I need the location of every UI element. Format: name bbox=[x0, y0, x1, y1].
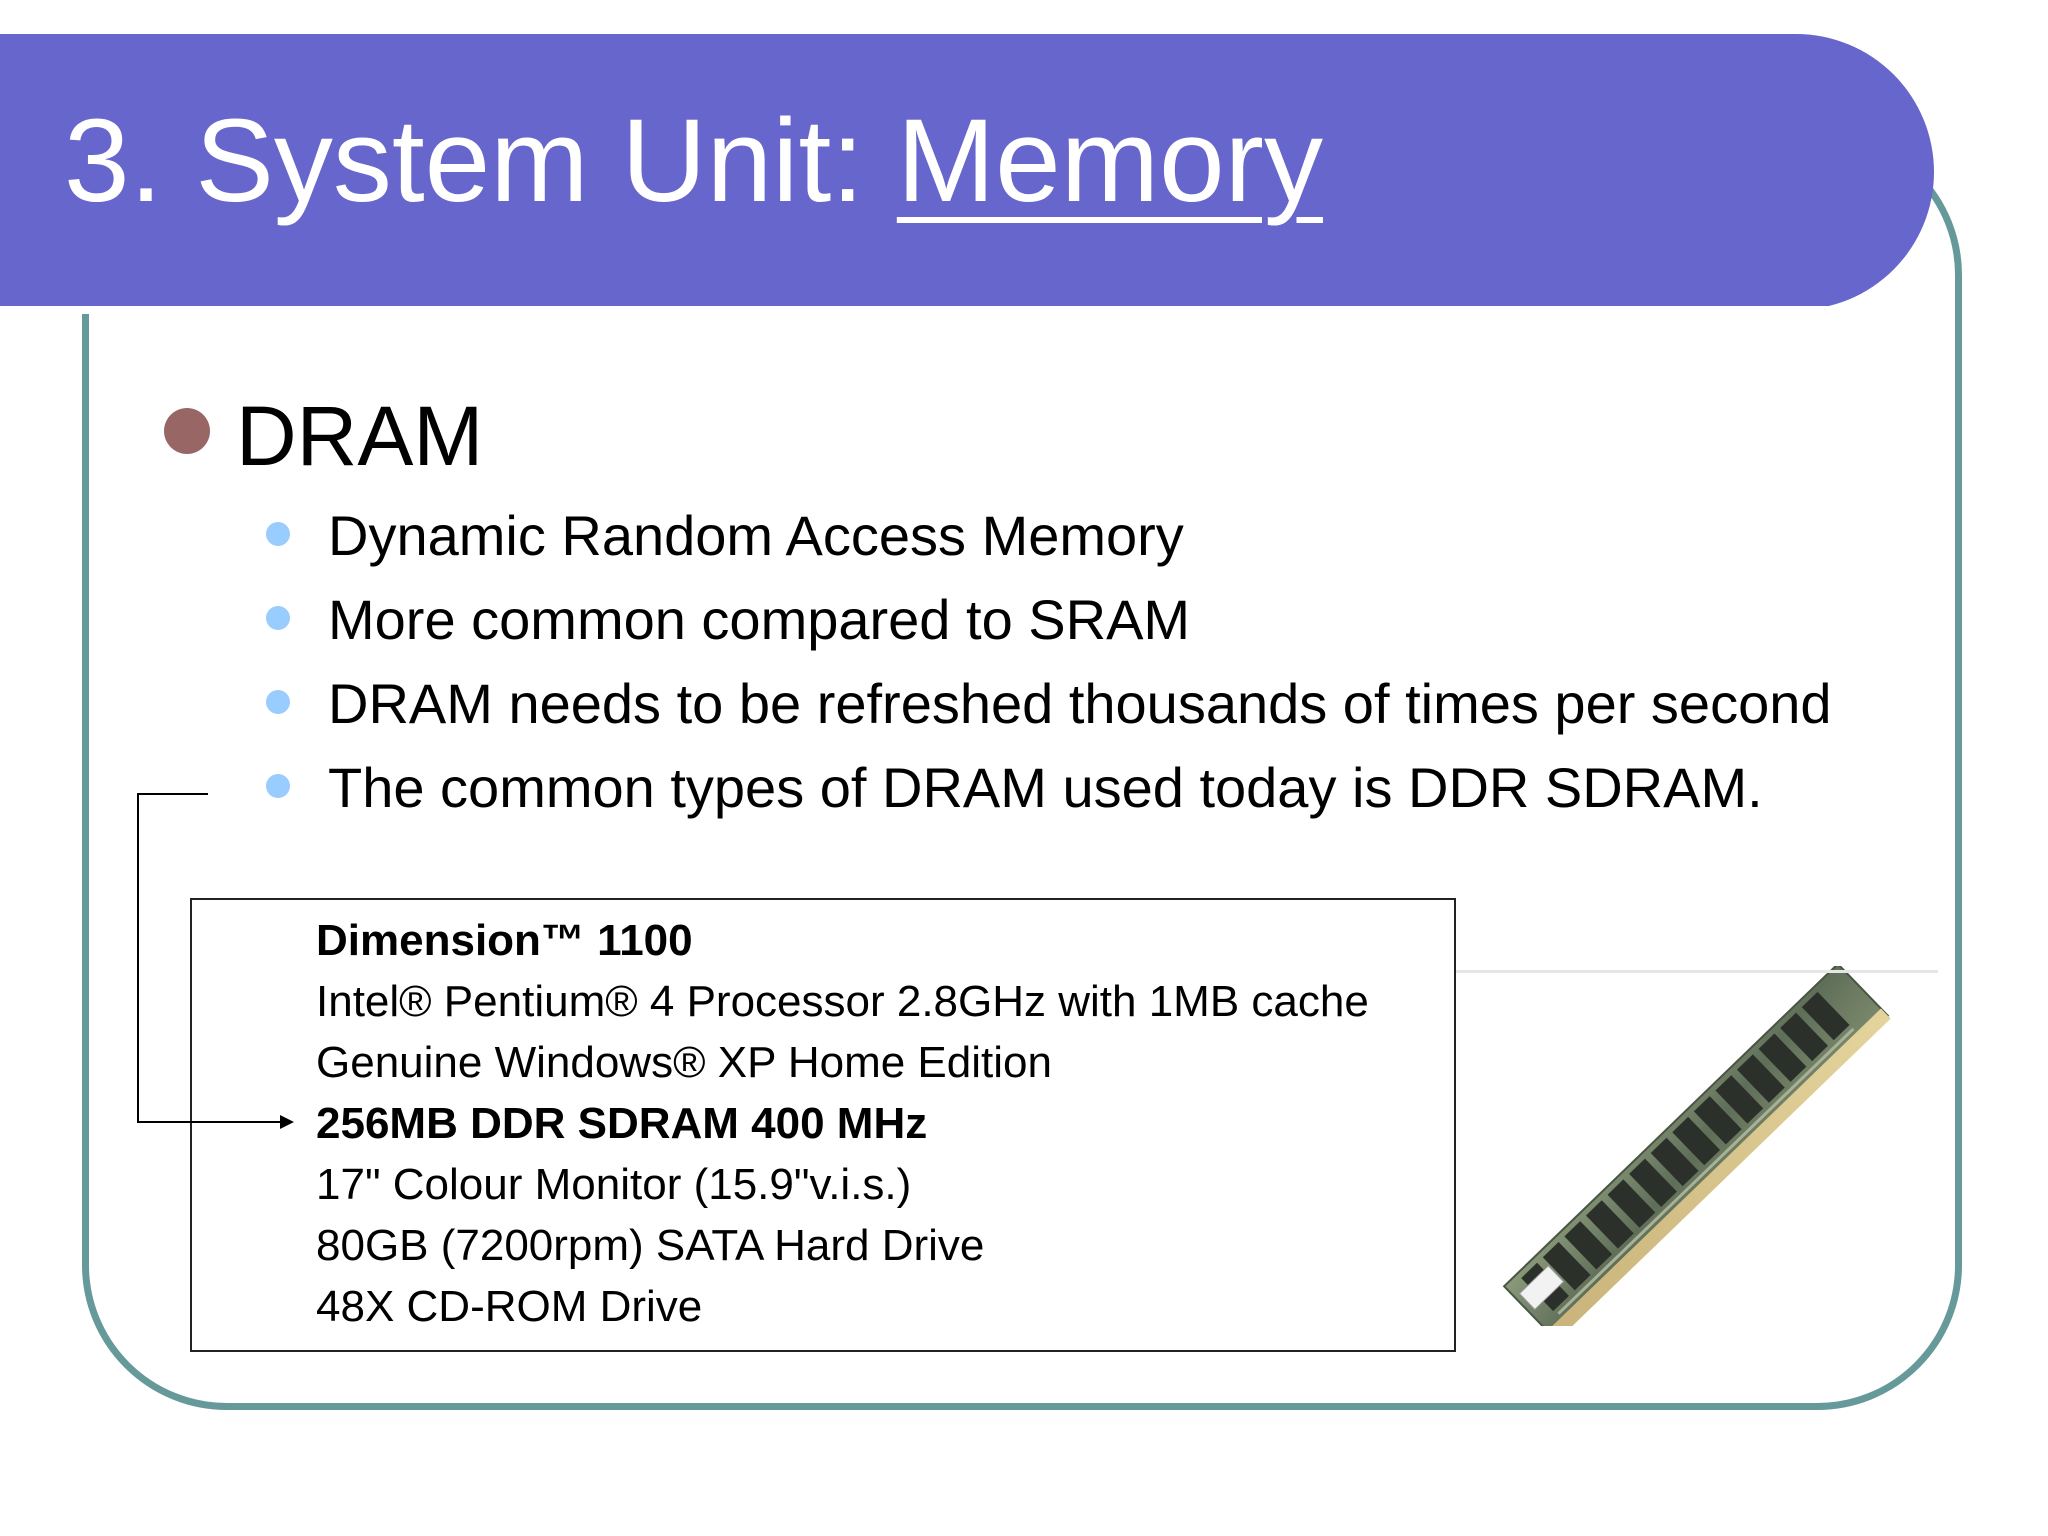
sub-bullet-text: DRAM needs to be refreshed thousands of … bbox=[328, 672, 1832, 735]
sub-bullet-icon bbox=[266, 606, 290, 630]
sub-bullet-text: The common types of DRAM used today is D… bbox=[328, 756, 1763, 819]
ram-module-photo bbox=[1456, 962, 1938, 1341]
spec-line-cdrom: 48X CD-ROM Drive bbox=[316, 1282, 703, 1331]
spec-line-model: Dimension™ 1100 bbox=[316, 916, 693, 965]
main-bullet-icon bbox=[164, 408, 210, 454]
spec-line-monitor: 17" Colour Monitor (15.9"v.i.s.) bbox=[316, 1160, 912, 1209]
sub-bullet-text: Dynamic Random Access Memory bbox=[328, 504, 1184, 567]
spec-line-hard-drive: 80GB (7200rpm) SATA Hard Drive bbox=[316, 1221, 985, 1270]
title-prefix: 3. System Unit: bbox=[64, 95, 897, 227]
spec-line-os: Genuine Windows® XP Home Edition bbox=[316, 1038, 1052, 1087]
heading-dram: DRAM bbox=[236, 389, 484, 483]
spec-line-processor: Intel® Pentium® 4 Processor 2.8GHz with … bbox=[316, 977, 1369, 1026]
spec-box: Dimension™ 1100 Intel® Pentium® 4 Proces… bbox=[190, 898, 1456, 1352]
ram-module-icon bbox=[1502, 962, 1891, 1341]
slide-title: 3. System Unit: Memory bbox=[64, 96, 1323, 226]
sub-bullet-icon bbox=[266, 690, 290, 714]
title-underlined-word: Memory bbox=[896, 95, 1323, 227]
title-bar bbox=[0, 34, 1934, 314]
spec-list: Dimension™ 1100 Intel® Pentium® 4 Proces… bbox=[316, 910, 1369, 1337]
photo-top-edge bbox=[1456, 970, 1938, 973]
sub-bullet-icon bbox=[266, 774, 290, 798]
sub-bullet-text: More common compared to SRAM bbox=[328, 588, 1191, 651]
sub-bullet-icon bbox=[266, 522, 290, 546]
title-rule bbox=[0, 306, 1834, 314]
spec-line-memory: 256MB DDR SDRAM 400 MHz bbox=[316, 1099, 928, 1148]
